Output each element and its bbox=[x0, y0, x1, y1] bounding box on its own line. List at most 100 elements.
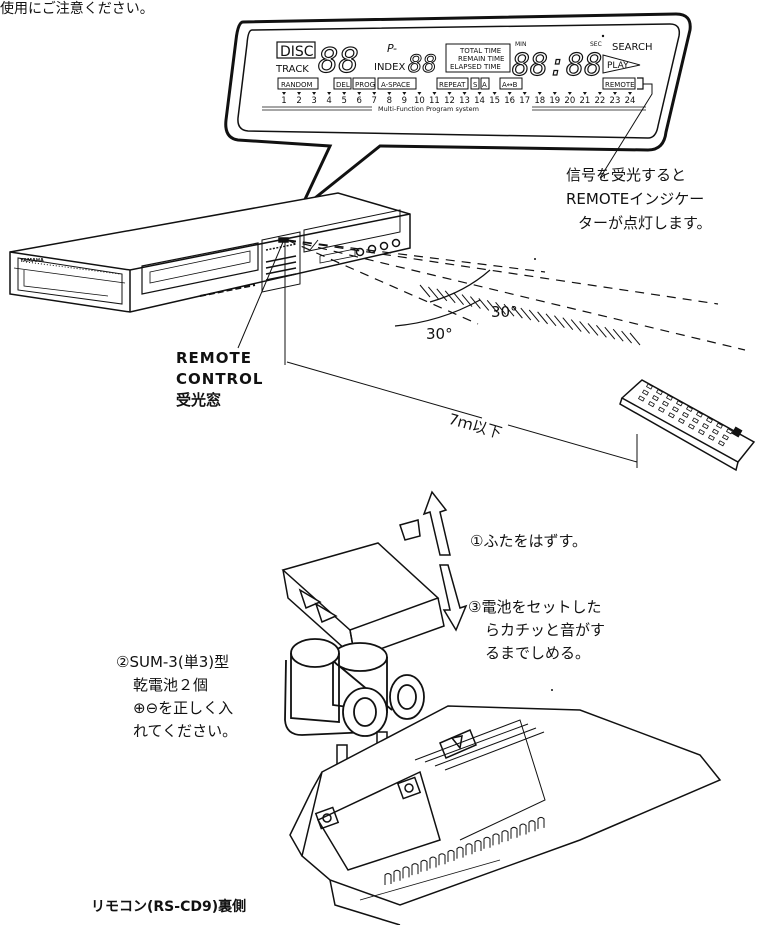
step2-line1: ②SUM-3(単3)型 bbox=[116, 653, 230, 671]
track-number: 19 bbox=[549, 96, 560, 106]
grip-ridge bbox=[483, 836, 491, 849]
track-number: 2 bbox=[296, 96, 301, 106]
beam-hatch-line bbox=[537, 311, 548, 325]
track-number: 1 bbox=[281, 96, 286, 106]
beam-hatch-line bbox=[470, 296, 481, 309]
beam-hatch-line bbox=[436, 288, 448, 302]
beam-hatch-line bbox=[453, 292, 464, 306]
beam-hatch-line bbox=[587, 323, 599, 336]
remote-key bbox=[652, 395, 659, 402]
brand-label: YAMAHA bbox=[19, 258, 44, 264]
track-number: 4 bbox=[326, 96, 331, 106]
step2-line3: ⊕⊖を正しく入 bbox=[133, 699, 234, 717]
step1-label: ①ふたをはずす。 bbox=[470, 532, 587, 550]
a-space-indicator: A-SPACE bbox=[381, 81, 410, 89]
track-marker-icon bbox=[477, 92, 482, 95]
remote-key bbox=[696, 411, 703, 418]
multi-function-label: Multi-Function Program system bbox=[378, 105, 479, 113]
track-number: 15 bbox=[489, 96, 500, 106]
track-marker-icon bbox=[387, 92, 392, 95]
track-marker-icon bbox=[537, 92, 542, 95]
beam-hatch-line bbox=[554, 315, 565, 329]
track-marker-icon bbox=[597, 92, 602, 95]
beam-hatch-line bbox=[461, 294, 473, 307]
grip-ridge bbox=[438, 853, 446, 866]
track-marker-icon bbox=[357, 92, 362, 95]
remote-indicator-note-line2: REMOTEインジケー bbox=[566, 190, 705, 208]
header-fragment: 使用にご注意ください。 bbox=[0, 0, 154, 17]
beam-hatch-line bbox=[596, 324, 607, 338]
track-number: 12 bbox=[444, 96, 455, 106]
random-indicator: RANDOM bbox=[281, 81, 313, 89]
track-marker-icon bbox=[567, 92, 572, 95]
track-number: 9 bbox=[402, 96, 407, 106]
track-number: 10 bbox=[414, 96, 425, 106]
remote-key bbox=[662, 400, 669, 407]
remote-key bbox=[682, 411, 689, 418]
track-marker-icon bbox=[327, 92, 332, 95]
print-speck bbox=[551, 689, 553, 691]
track-marker-icon bbox=[402, 92, 407, 95]
remote-key bbox=[666, 394, 673, 401]
remote-key bbox=[642, 389, 649, 396]
p-label: P- bbox=[387, 42, 397, 55]
remote-underside bbox=[289, 705, 722, 925]
track-number: 17 bbox=[519, 96, 530, 106]
remote-key bbox=[648, 401, 655, 408]
beam-hatch-line bbox=[495, 301, 506, 315]
cd-display: DISC TRACK 88 P- INDEX 88 TOTAL TIME REM… bbox=[262, 40, 652, 113]
beam-hatch-line bbox=[570, 319, 582, 332]
grip-ridge bbox=[402, 866, 410, 879]
track-digits: 88 bbox=[318, 41, 359, 81]
del-indicator: DEL bbox=[336, 81, 350, 89]
remote-key bbox=[692, 417, 699, 424]
time-digits: 88:88 bbox=[512, 48, 602, 83]
track-number: 5 bbox=[341, 96, 346, 106]
remote-key bbox=[716, 422, 723, 429]
remote-indicator-note-line1: 信号を受光すると bbox=[566, 166, 687, 184]
track-marker-icon bbox=[372, 92, 377, 95]
remote-key bbox=[698, 429, 705, 436]
grip-ridge bbox=[456, 846, 464, 859]
grip-ridge bbox=[420, 859, 428, 872]
track-marker-icon bbox=[507, 92, 512, 95]
beam-hatch-line bbox=[528, 309, 540, 323]
track-number: 6 bbox=[357, 96, 362, 106]
track-number: 23 bbox=[610, 96, 621, 106]
track-marker-icon bbox=[282, 92, 286, 95]
track-number: 16 bbox=[504, 96, 515, 106]
cover-direction-arrow-icon bbox=[422, 490, 468, 632]
beam-hatch-line bbox=[503, 303, 515, 317]
remote-key bbox=[686, 405, 693, 412]
grip-ridge bbox=[393, 869, 401, 882]
sensor-leader-line bbox=[237, 241, 284, 349]
angle-lower-label: 30° bbox=[426, 325, 453, 343]
cd-player: YAMAHA bbox=[9, 192, 411, 313]
repeat-s-indicator: S bbox=[473, 81, 478, 89]
prog-indicator: PROG bbox=[355, 81, 375, 89]
step3-line2: らカチッと音がす bbox=[485, 621, 606, 639]
track-marker-icon bbox=[492, 92, 497, 95]
grip-ridge bbox=[510, 826, 518, 839]
play-label: PLAY bbox=[607, 61, 629, 71]
beam-hatch-line bbox=[512, 305, 523, 319]
track-number: 14 bbox=[474, 96, 485, 106]
min-label: MIN bbox=[515, 41, 526, 48]
grip-ridge bbox=[447, 849, 455, 862]
track-marker-icon bbox=[552, 92, 557, 95]
sec-label: SEC bbox=[590, 41, 602, 48]
grip-ridge bbox=[384, 873, 392, 885]
track-marker-icon bbox=[582, 92, 587, 95]
remote-key bbox=[702, 423, 709, 430]
track-marker-icon bbox=[628, 92, 632, 95]
disc-label: DISC bbox=[280, 44, 314, 60]
step2-line2: 乾電池２個 bbox=[133, 676, 209, 694]
step3-line3: るまでしめる。 bbox=[485, 644, 591, 662]
remote-key bbox=[668, 412, 675, 419]
beam-hatch-line bbox=[545, 313, 557, 327]
grip-ridge bbox=[537, 816, 545, 829]
track-marker-icon bbox=[612, 92, 617, 95]
grip-ridge bbox=[501, 830, 509, 843]
